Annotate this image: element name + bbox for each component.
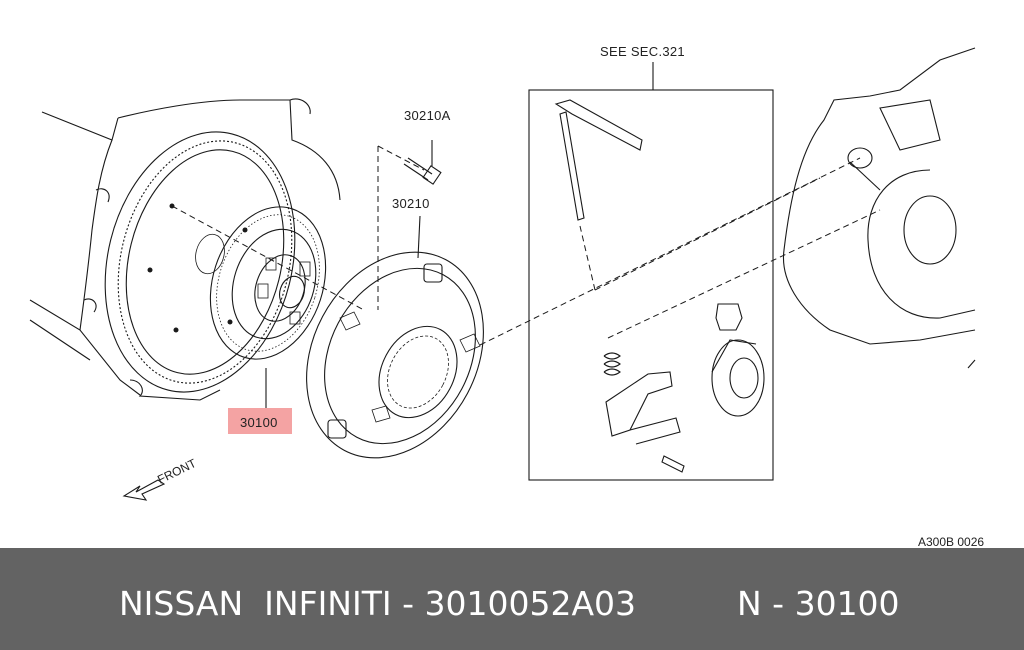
footer-short-code: N - 30100 bbox=[737, 584, 900, 623]
reference-code: A300B 0026 bbox=[918, 535, 984, 548]
footer-bar: NISSAN INFINITI - 3010052A03 N - 30100 bbox=[0, 548, 1024, 650]
alignment-dashed-line bbox=[171, 205, 365, 311]
clutch-disc bbox=[209, 206, 327, 360]
part-label-30210: 30210 bbox=[392, 196, 430, 211]
part-label-30210A: 30210A bbox=[404, 108, 451, 123]
leader-dashed-bolt-top bbox=[377, 145, 425, 171]
see-sec-label: SEE SEC.321 bbox=[600, 44, 685, 59]
release-dashed-line bbox=[579, 225, 596, 291]
bearing-dashed-line bbox=[607, 209, 881, 339]
highlight-box bbox=[228, 408, 292, 434]
part-label-30100: 30100 bbox=[240, 415, 278, 430]
transmission-housing bbox=[782, 47, 976, 369]
bolt bbox=[403, 157, 442, 185]
front-arrow-icon bbox=[122, 479, 166, 501]
engine-block-outline bbox=[29, 98, 341, 401]
section-box bbox=[528, 62, 774, 481]
front-label: FRONT bbox=[155, 456, 199, 487]
fork-dashed-line bbox=[594, 177, 821, 291]
exploded-parts-diagram: SEE SEC.321 30210A 30210 30100 FRONT A30… bbox=[29, 44, 984, 548]
footer-part-number: NISSAN INFINITI - 3010052A03 bbox=[119, 584, 637, 623]
flywheel bbox=[104, 131, 296, 393]
clutch-cover bbox=[306, 251, 484, 459]
